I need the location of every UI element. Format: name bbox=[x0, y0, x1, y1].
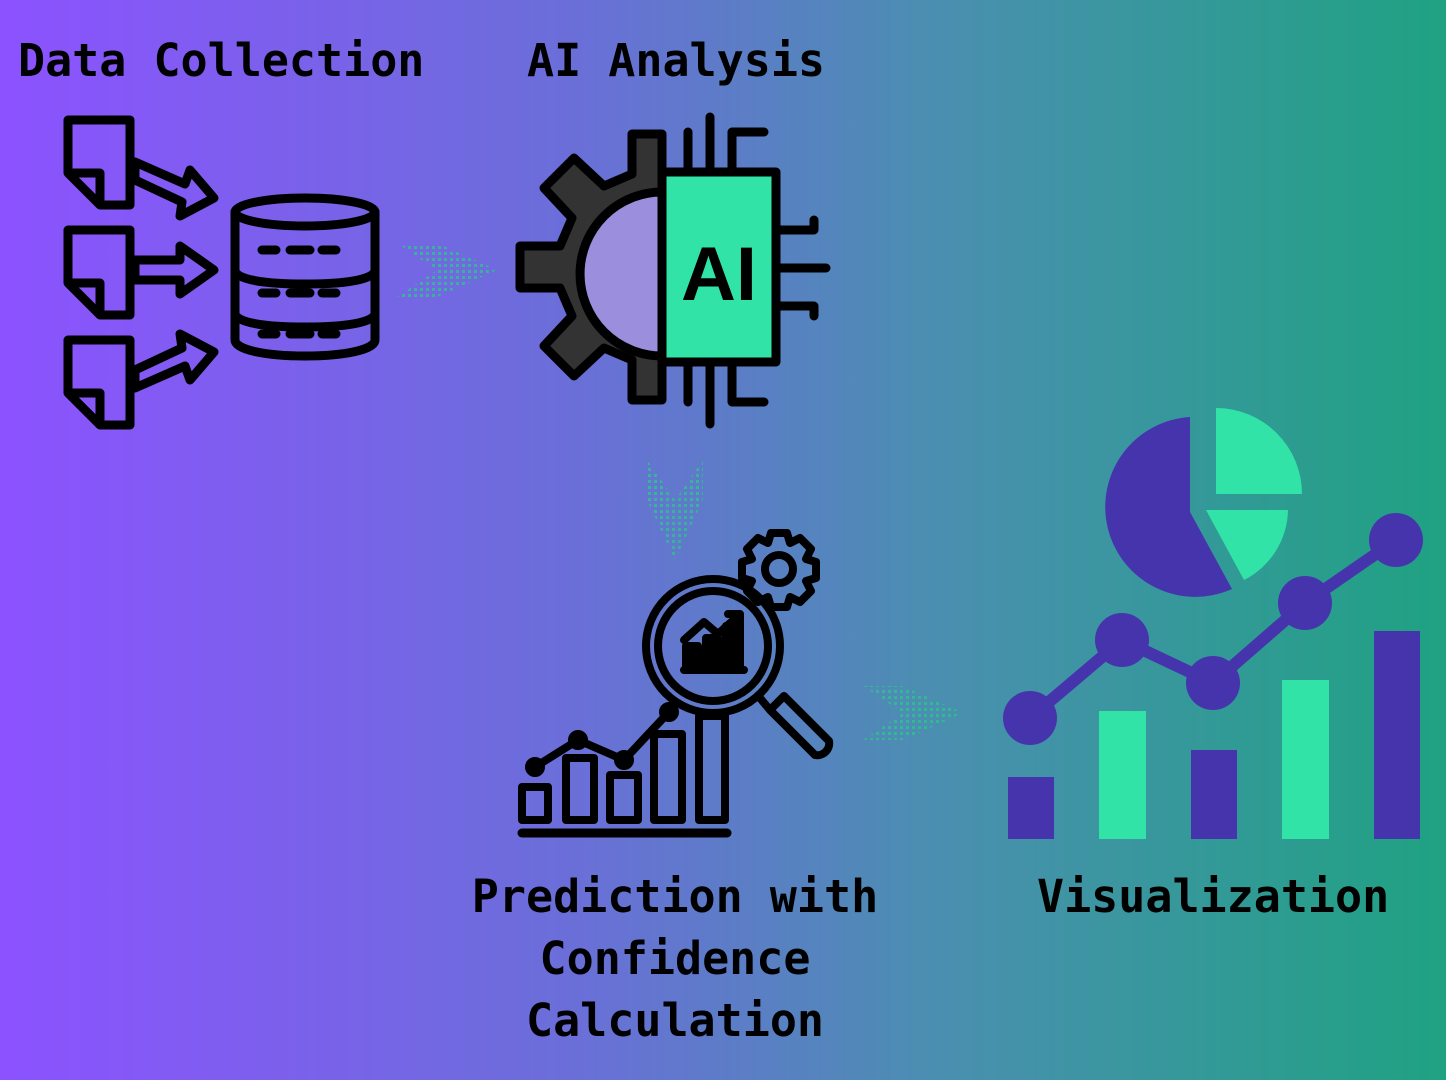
step-label-ai-analysis: AI Analysis bbox=[527, 34, 826, 87]
dotted-chevron-right-icon bbox=[863, 686, 963, 740]
bar bbox=[1191, 750, 1237, 839]
document-icon bbox=[63, 115, 135, 210]
step-label-prediction: Prediction with Confidence Calculation bbox=[470, 866, 880, 1052]
documents-to-database-icon bbox=[63, 115, 380, 430]
dotted-chevron-down-icon bbox=[647, 460, 703, 560]
document-icon bbox=[63, 335, 135, 430]
pie-slice bbox=[1216, 408, 1302, 494]
gear-icon bbox=[738, 529, 820, 611]
step-label-visualization: Visualization bbox=[1037, 870, 1390, 923]
pie-slice bbox=[1105, 417, 1232, 597]
step-label-data-collection: Data Collection bbox=[18, 34, 425, 87]
prediction-line-2: Confidence bbox=[539, 932, 811, 985]
arrow-icon bbox=[130, 157, 219, 221]
magnifier-chart-icon bbox=[517, 529, 834, 838]
pie-slice bbox=[1206, 510, 1288, 580]
ai-gear-chip-icon bbox=[515, 112, 831, 429]
bar bbox=[1282, 680, 1329, 839]
arrow-icon bbox=[130, 241, 219, 299]
database-icon bbox=[230, 193, 380, 361]
bar bbox=[1008, 777, 1054, 839]
arrow-icon bbox=[130, 329, 219, 393]
bar bbox=[1374, 631, 1420, 839]
point bbox=[1095, 613, 1149, 667]
half-circle bbox=[575, 187, 667, 361]
prediction-line-1: Prediction with bbox=[471, 870, 879, 923]
document-icon bbox=[63, 225, 135, 320]
bar-line-pie-chart-icon bbox=[1003, 408, 1423, 839]
point bbox=[1278, 576, 1332, 630]
dotted-chevron-right-icon bbox=[397, 243, 497, 297]
bar bbox=[1099, 711, 1146, 839]
prediction-line-3: Calculation bbox=[525, 994, 824, 1047]
point bbox=[1003, 691, 1057, 745]
point bbox=[1369, 513, 1423, 567]
point bbox=[1186, 656, 1240, 710]
ai-chip-text: AI bbox=[681, 232, 757, 317]
